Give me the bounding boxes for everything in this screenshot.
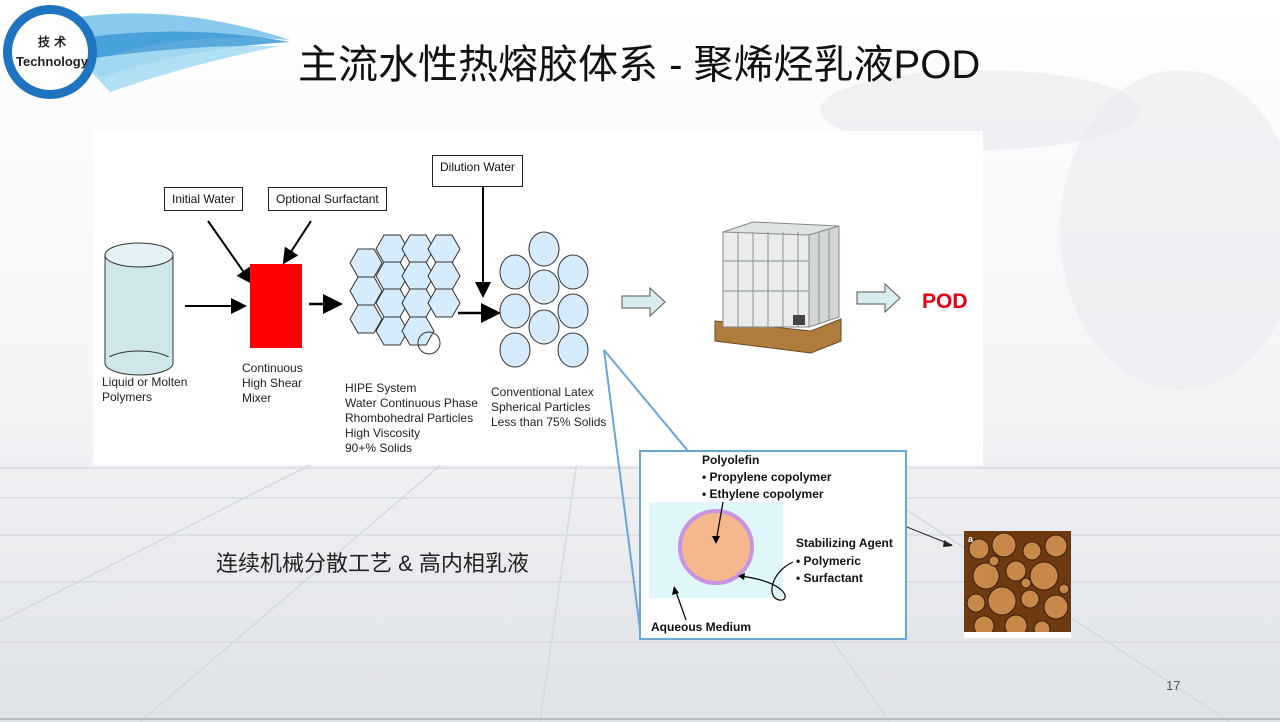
- polyolefin-label: Polyolefin: [702, 453, 760, 467]
- block-arrow-to-tote: [621, 286, 666, 318]
- latex-label-line: Less than 75% Solids: [491, 415, 607, 429]
- process-caption: 连续机械分散工艺 & 高内相乳液: [216, 551, 529, 576]
- initial-water-box: Initial Water: [164, 187, 243, 211]
- mixer-label-line: High Shear: [242, 376, 303, 390]
- process-diagram: Initial Water Optional Surfactant Diluti…: [93, 131, 983, 465]
- hipe-particles: [349, 234, 461, 346]
- block-arrow-to-pod: [856, 282, 901, 314]
- cylinder-label: Liquid or Molten Polymers: [102, 375, 187, 405]
- arrow-initial-water: [207, 220, 253, 285]
- particle-detail-inset: Polyolefin • Propylene copolymer • Ethyl…: [639, 450, 907, 640]
- stabilizing-item: • Polymeric: [796, 554, 861, 568]
- pod-product-label: POD: [922, 290, 968, 313]
- logo-line2: Technology: [16, 54, 89, 69]
- mixer-label-line: Continuous: [242, 361, 303, 375]
- afm-micrograph: a: [964, 531, 1071, 638]
- particle-graphic: [649, 501, 794, 621]
- afm-corner-label: a: [968, 534, 974, 544]
- page-number: 17: [1166, 678, 1181, 693]
- polymer-cylinder: [104, 242, 174, 376]
- polyolefin-item: • Propylene copolymer: [702, 470, 832, 484]
- latex-label: Conventional Latex Spherical Particles L…: [491, 385, 606, 430]
- hipe-label-line: HIPE System: [345, 381, 417, 395]
- diagram-graphics: [104, 187, 901, 376]
- footer-divider: [0, 718, 1280, 720]
- latex-particles: [499, 231, 589, 368]
- hipe-label: HIPE System Water Continuous Phase Rhomb…: [345, 381, 478, 456]
- hipe-zoom-circle: [417, 331, 441, 355]
- latex-label-line: Conventional Latex: [491, 385, 594, 399]
- hipe-label-line: 90+% Solids: [345, 441, 413, 455]
- ibc-tote-icon: [714, 221, 842, 354]
- hipe-label-line: High Viscosity: [345, 426, 421, 440]
- shear-mixer: [250, 264, 302, 348]
- latex-label-line: Spherical Particles: [491, 400, 591, 414]
- logo: 技 术 Technology: [3, 5, 290, 99]
- mixer-label-line: Mixer: [242, 391, 272, 405]
- aqueous-medium-label: Aqueous Medium: [651, 620, 752, 634]
- hipe-label-line: Water Continuous Phase: [345, 396, 478, 410]
- stabilizing-item: • Surfactant: [796, 571, 863, 585]
- hipe-label-line: Rhombohedral Particles: [345, 411, 474, 425]
- cylinder-label-line: Polymers: [102, 390, 153, 404]
- slide-title: 主流水性热熔胶体系 - 聚烯烃乳液POD: [298, 43, 981, 87]
- cylinder-label-line: Liquid or Molten: [102, 375, 188, 389]
- stabilizing-agent-label: Stabilizing Agent: [796, 536, 893, 550]
- logo-line1: 技 术: [38, 34, 66, 49]
- dilution-water-box: Dilution Water: [432, 155, 523, 187]
- polyolefin-item: • Ethylene copolymer: [702, 487, 824, 501]
- mixer-label: Continuous High Shear Mixer: [242, 361, 303, 406]
- optional-surfactant-box: Optional Surfactant: [268, 187, 387, 211]
- arrow-surfactant: [282, 220, 312, 265]
